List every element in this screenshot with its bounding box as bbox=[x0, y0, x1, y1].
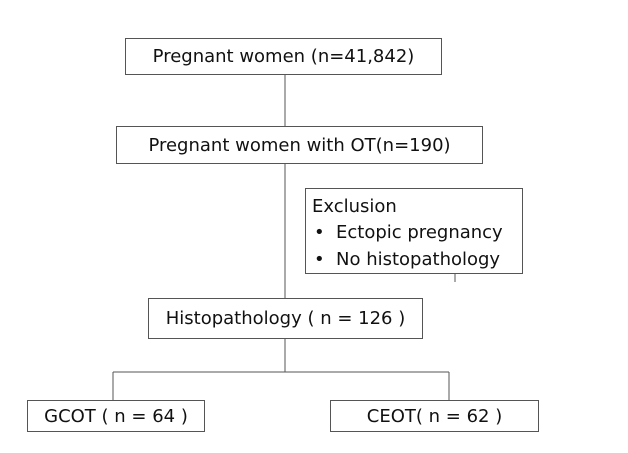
box-exclusion: Exclusion Ectopic pregnancy No histopath… bbox=[305, 188, 523, 274]
box-pregnant-women: Pregnant women (n=41,842) bbox=[125, 38, 442, 75]
exclusion-title: Exclusion bbox=[312, 196, 397, 217]
box-histopathology: Histopathology ( n = 126 ) bbox=[148, 298, 423, 339]
box-gcot: GCOT ( n = 64 ) bbox=[27, 400, 205, 432]
box-ceot: CEOT( n = 62 ) bbox=[330, 400, 539, 432]
exclusion-list: Ectopic pregnancy No histopathology bbox=[312, 219, 522, 273]
exclusion-item-no-histopathology: No histopathology bbox=[312, 246, 522, 273]
exclusion-item-ectopic: Ectopic pregnancy bbox=[312, 219, 522, 246]
box-pregnant-women-ot: Pregnant women with OT(n=190) bbox=[116, 126, 483, 164]
